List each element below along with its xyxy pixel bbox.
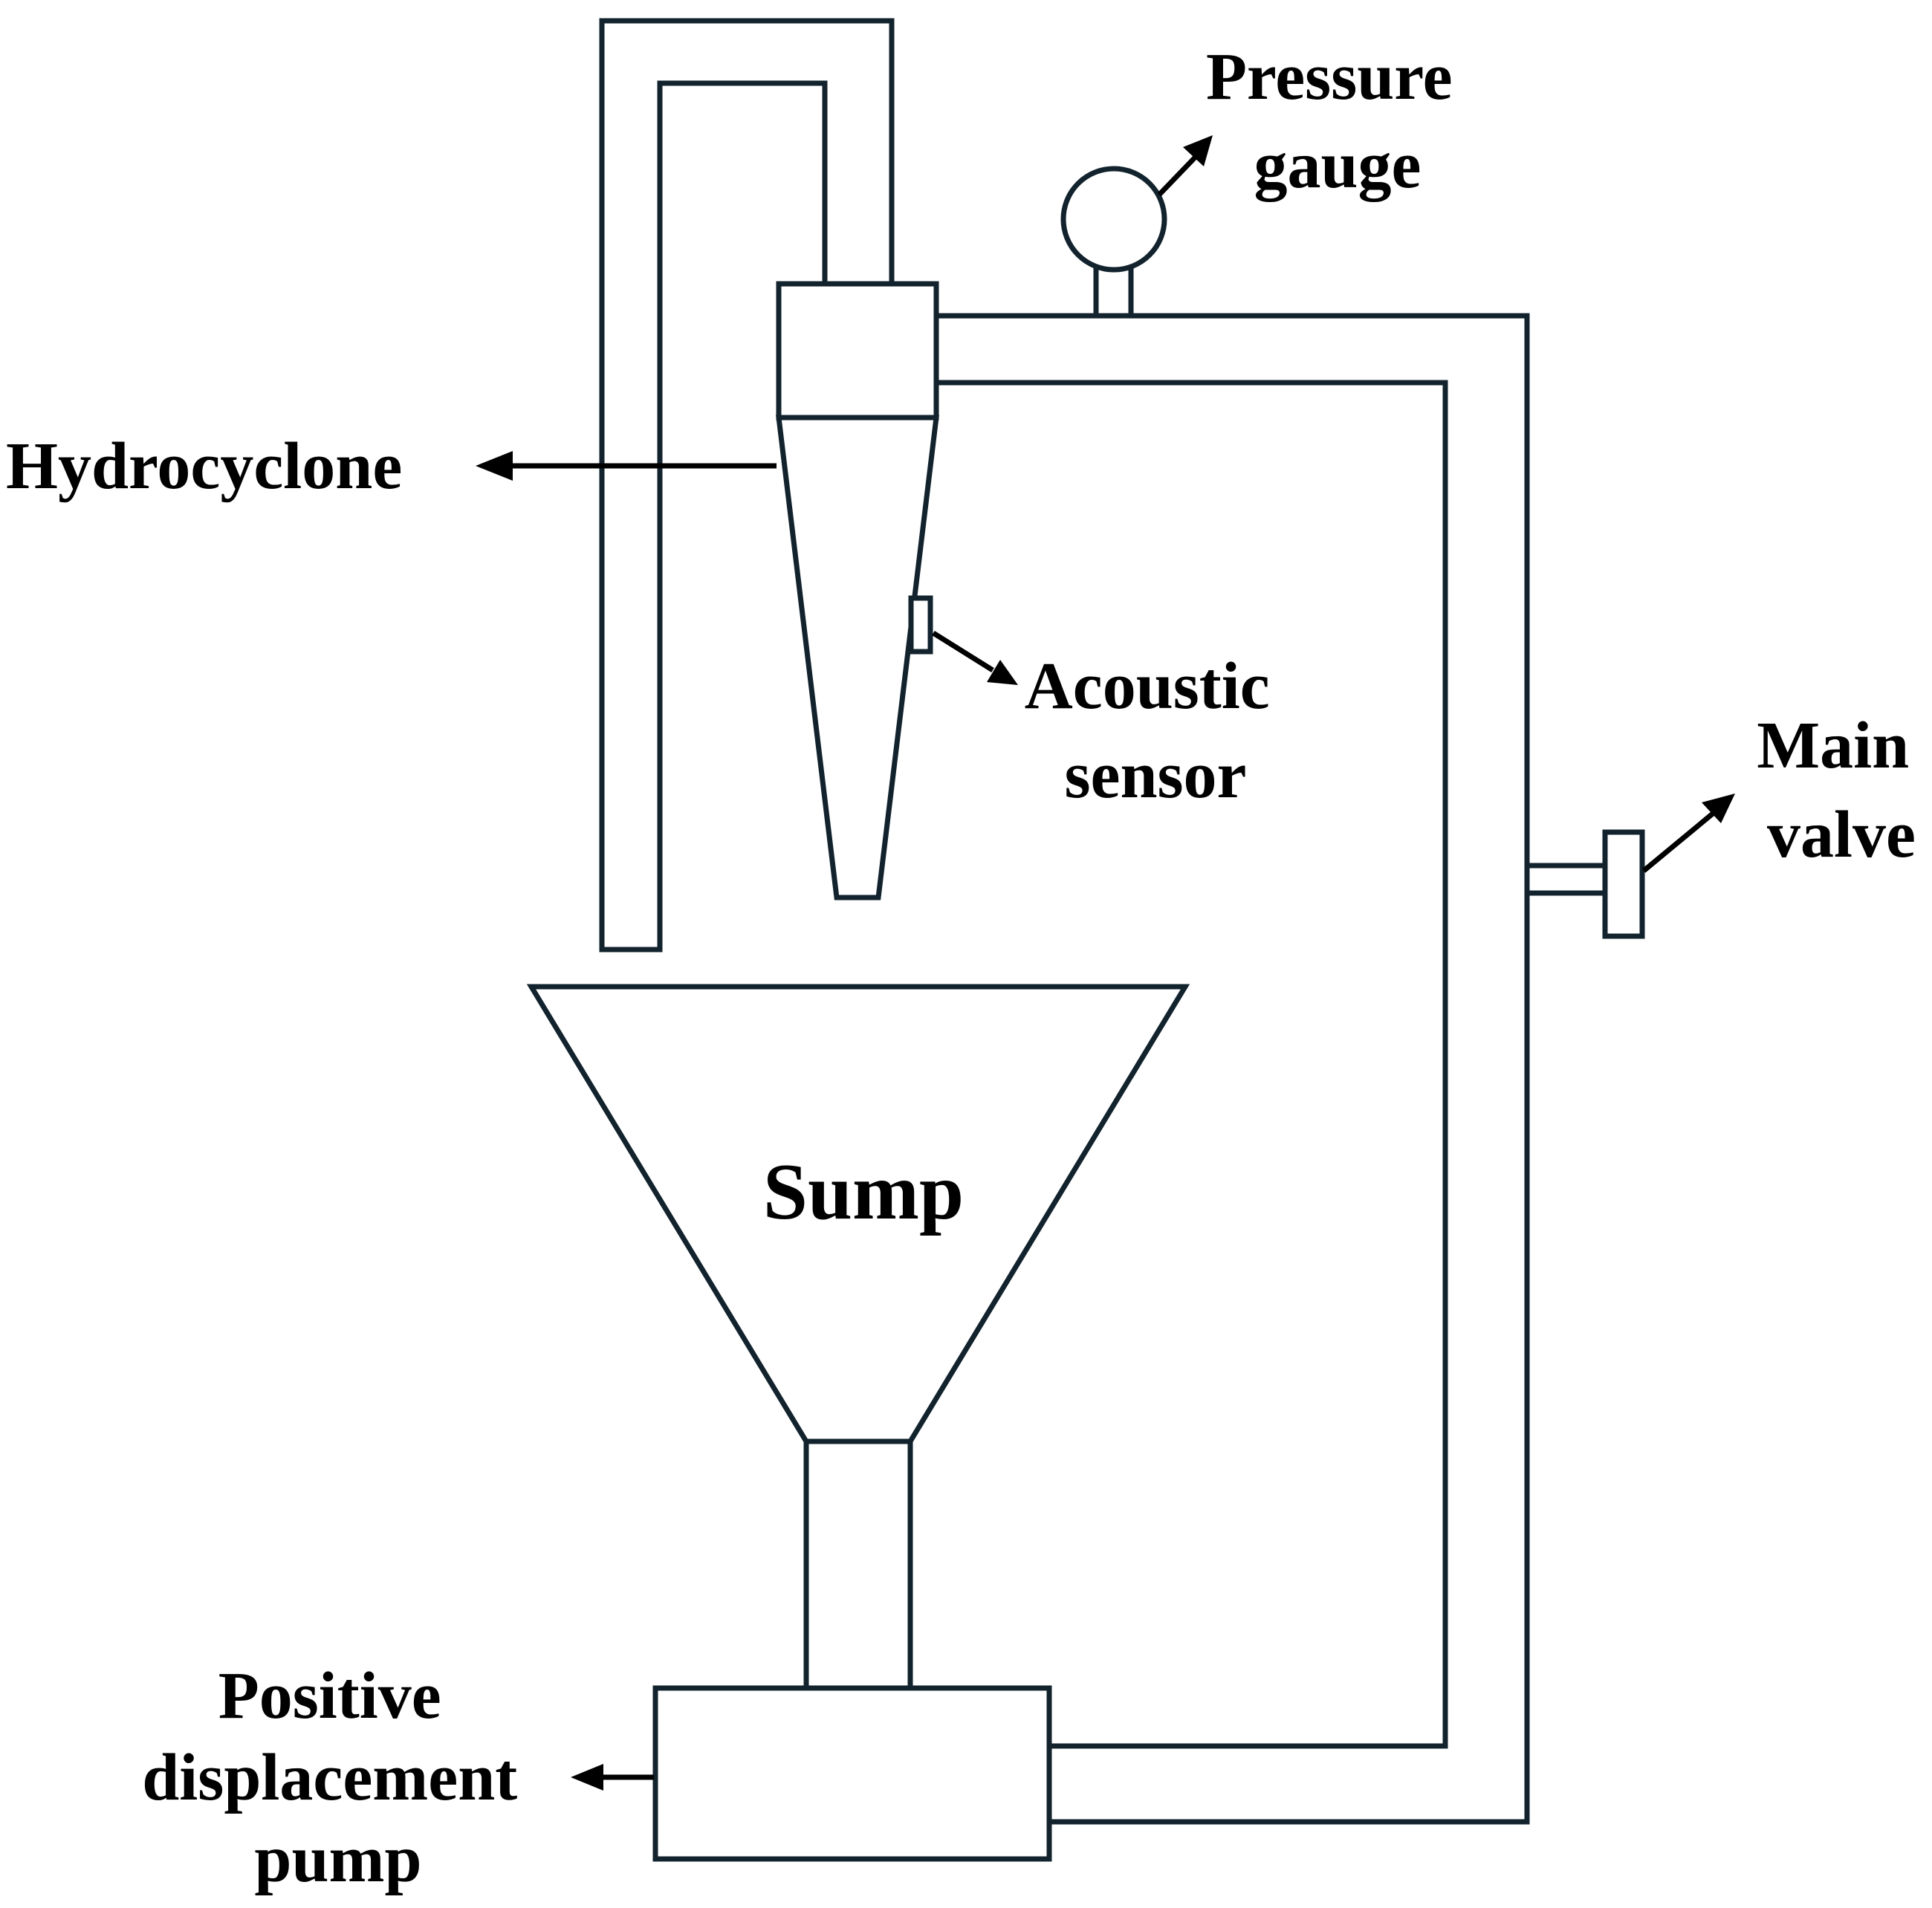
main-valve: [1524, 829, 1645, 939]
sump: [526, 984, 1190, 1444]
main-valve-pointer-arrow: [1641, 794, 1735, 873]
feed-pipe: [803, 1438, 913, 1691]
hydrocyclone-cone: [776, 415, 939, 901]
main-valve-handle: [1602, 829, 1645, 939]
hydrocyclone-pointer-arrow: [476, 451, 777, 481]
acoustic-sensor-label: Acoustic sensor: [1025, 649, 1286, 812]
acoustic-sensor: [908, 595, 933, 655]
hydrocyclone-cylinder: [776, 281, 939, 421]
overflow-pipe: [599, 18, 895, 953]
pump-label: Positive displacement pump: [142, 1659, 534, 1896]
sump-label: Sump: [763, 1148, 964, 1236]
hydrocyclone-label: Hydrocyclone: [6, 429, 402, 503]
main-valve-label: Main valve: [1757, 709, 1926, 872]
positive-displacement-pump: [652, 1685, 1052, 1862]
pressure-gauge: [1060, 166, 1167, 319]
pressure-gauge-pointer-arrow: [1157, 135, 1213, 197]
acoustic-sensor-pointer-arrow: [932, 631, 1018, 685]
hydrocyclone: [776, 281, 939, 901]
pressure-gauge-dial: [1060, 166, 1167, 273]
return-pipe: [933, 313, 1530, 1825]
pressure-gauge-label: Pressure gauge: [1206, 40, 1469, 202]
pump-pointer-arrow: [571, 1764, 654, 1791]
